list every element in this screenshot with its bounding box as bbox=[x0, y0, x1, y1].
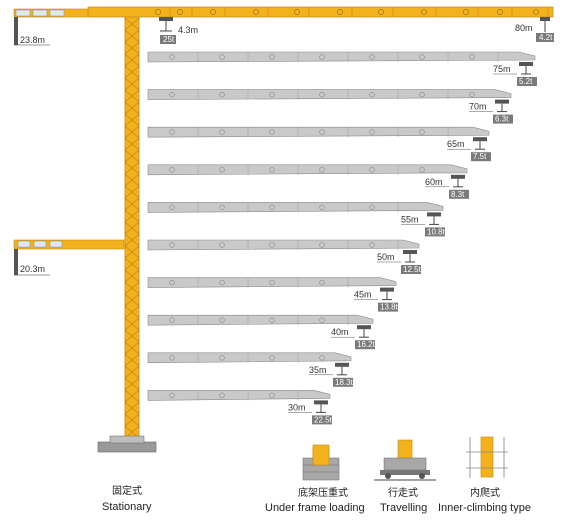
jib-radius-label: 55m bbox=[401, 214, 419, 224]
travelling-caption-en: Travelling bbox=[380, 502, 427, 514]
jib-load-label: 12.5t bbox=[403, 265, 422, 274]
jib-body bbox=[147, 390, 331, 401]
tower-base bbox=[97, 435, 157, 453]
jib-radius-label: 35m bbox=[309, 365, 327, 375]
inner-climbing-icon bbox=[466, 436, 508, 478]
jib-load-label: 13.8t bbox=[380, 303, 399, 312]
jib-row: 75m 5.2t bbox=[147, 51, 537, 86]
jib-body bbox=[147, 164, 468, 176]
jib-body bbox=[147, 89, 512, 100]
jib-radius-label: 40m bbox=[331, 327, 349, 337]
jib-row: 55m 10.8t bbox=[147, 202, 446, 237]
jib-row: 45m 13.8t bbox=[147, 277, 399, 312]
jib-body bbox=[147, 239, 420, 251]
under-frame-loading-caption-cn: 底架压重式 bbox=[298, 486, 348, 499]
jib-configurations: 75m 5.2t 70m 6.3t 65m 7.5t 60m 8.3t 55m 10.8t 50m 1… bbox=[147, 51, 537, 425]
jib-row: 30m 22.5t bbox=[147, 390, 333, 425]
top-jib: 80m 4.2t bbox=[13, 6, 554, 46]
jib-radius-label: 80m bbox=[515, 23, 533, 33]
jib-load-label: 16.2t bbox=[357, 340, 376, 349]
jib-load-label: 18.3t bbox=[335, 378, 354, 387]
under-frame-loading-icon bbox=[302, 444, 340, 481]
jib-row: 40m 16.2t bbox=[147, 314, 376, 350]
min-radius-hook: 25t 4.3m bbox=[159, 17, 198, 44]
jib-load-label: 4.2t bbox=[539, 33, 553, 42]
jib-row: 50m 12.5t bbox=[147, 239, 422, 274]
height-label-stationary: 23.8m bbox=[20, 35, 45, 45]
jib-row: 65m 7.5t bbox=[147, 126, 491, 162]
jib-load-label: 22.5t bbox=[314, 415, 333, 424]
inner-climbing-caption-cn: 内爬式 bbox=[470, 486, 500, 499]
jib-body bbox=[147, 314, 374, 326]
jib-radius-label: 70m bbox=[469, 102, 487, 112]
jib-radius-label: 50m bbox=[377, 252, 395, 262]
jib-radius-label: 30m bbox=[288, 402, 306, 412]
jib-body bbox=[147, 352, 352, 364]
lower-jib bbox=[13, 239, 125, 276]
jib-row: 70m 6.3t bbox=[147, 89, 513, 124]
height-label-underframe: 20.3m bbox=[20, 264, 45, 274]
jib-load-label: 8.3t bbox=[451, 190, 465, 199]
jib-row: 60m 8.3t bbox=[147, 164, 469, 199]
jib-body bbox=[147, 277, 397, 288]
jib-load-label: 5.2t bbox=[519, 77, 533, 86]
jib-row: 35m 18.3t bbox=[147, 352, 354, 387]
jib-body bbox=[147, 51, 536, 63]
stationary-caption-cn: 固定式 bbox=[112, 484, 142, 497]
jib-load-label: 10.8t bbox=[427, 227, 446, 236]
jib-radius-label: 75m bbox=[493, 64, 511, 74]
tower-mast bbox=[124, 13, 140, 451]
stationary-caption-en: Stationary bbox=[102, 501, 152, 513]
jib-radius-label: 60m bbox=[425, 177, 443, 187]
jib-radius-label: 45m bbox=[354, 290, 372, 300]
min-radius-load: 25t bbox=[163, 35, 175, 44]
inner-climbing-caption-en: Inner-climbing type bbox=[438, 502, 531, 514]
jib-body bbox=[147, 202, 444, 213]
travelling-icon bbox=[374, 439, 436, 481]
jib-load-label: 6.3t bbox=[495, 115, 509, 124]
travelling-caption-cn: 行走式 bbox=[388, 486, 418, 499]
jib-load-label: 7.5t bbox=[473, 152, 487, 161]
under-frame-loading-caption-en: Under frame loading bbox=[265, 502, 365, 514]
jib-radius-label: 65m bbox=[447, 139, 465, 149]
min-radius-value: 4.3m bbox=[178, 25, 198, 35]
jib-body bbox=[147, 126, 490, 138]
